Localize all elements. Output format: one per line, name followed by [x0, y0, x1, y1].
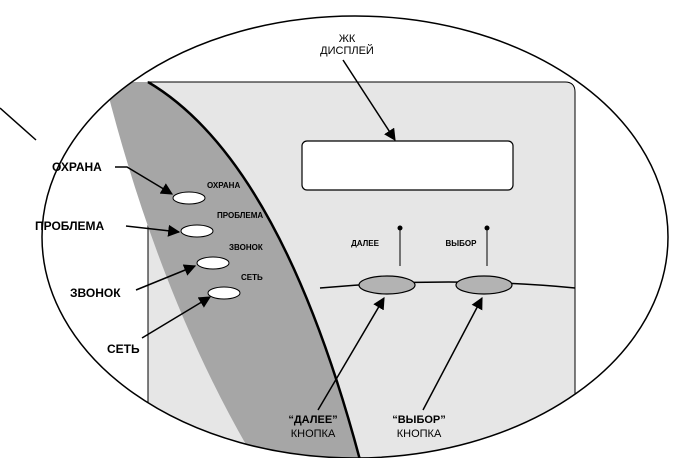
magnifier-leader-line	[0, 107, 37, 141]
chime-callout-arrow	[135, 264, 197, 291]
select-label-dot	[484, 225, 490, 231]
next-caption-name: “ДАЛЕЕ”	[288, 414, 337, 426]
lcd-callout-line1: ЖК	[339, 33, 356, 45]
lcd-callout-arrow	[342, 59, 396, 142]
power-panel-label: СЕТЬ	[241, 273, 263, 282]
lcd-display	[301, 140, 514, 191]
select-caption-type: КНОПКА	[397, 428, 442, 440]
select-caption-arrow	[422, 296, 483, 411]
strip-edge-curve	[147, 80, 362, 458]
armed-panel-label: ОХРАНА	[207, 181, 240, 190]
select-caption-name: “ВЫБОР”	[392, 414, 446, 426]
armed-led	[172, 191, 206, 205]
indicator-strip	[105, 82, 360, 458]
select-button	[455, 275, 513, 295]
next-button	[358, 275, 416, 295]
power-callout-arrow	[141, 296, 212, 339]
button-arc-line	[319, 281, 576, 289]
next-caption-arrow	[317, 296, 385, 411]
chime-led	[196, 256, 230, 270]
next-label-dot	[397, 225, 403, 231]
power-led	[207, 286, 241, 300]
next-panel-label: ДАЛЕЕ	[351, 239, 380, 248]
magnifier-oval	[41, 15, 669, 458]
armed-callout: ОХРАНА	[52, 160, 102, 174]
trouble-led	[180, 224, 214, 238]
magnified-area	[105, 80, 576, 458]
select-panel-label: ВЫБОР	[446, 239, 478, 248]
trouble-callout-arrow	[125, 224, 181, 237]
next-caption-type: КНОПКА	[291, 428, 336, 440]
chime-callout: ЗВОНОК	[70, 286, 121, 300]
power-callout: СЕТЬ	[107, 342, 140, 356]
chime-panel-label: ЗВОНОК	[229, 243, 263, 252]
trouble-panel-label: ПРОБЛЕМА	[217, 211, 263, 220]
trouble-callout: ПРОБЛЕМА	[35, 219, 105, 233]
armed-callout-arrow	[115, 166, 174, 195]
lcd-callout-line2: ДИСПЛЕЙ	[320, 44, 374, 57]
